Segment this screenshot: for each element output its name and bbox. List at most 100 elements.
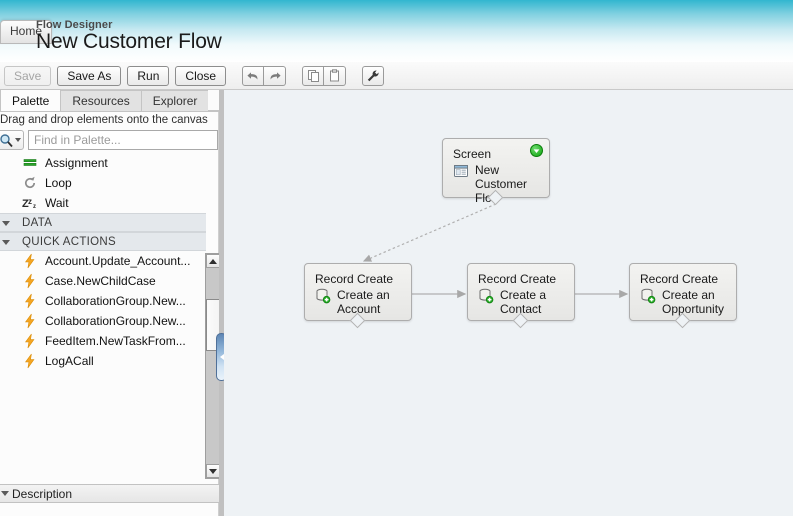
tab-palette[interactable]: Palette [0,89,62,111]
wrench-icon[interactable] [362,65,385,86]
flow-node-label: New Customer Flow [475,163,528,205]
screen-icon [453,163,469,179]
palette-item-label: Account.Update_Account... [45,254,191,268]
palette-item[interactable]: FeedItem.NewTaskFrom... [0,331,206,351]
flow-node-body: New Customer Flow [443,163,549,211]
palette-item[interactable]: Loop [0,173,206,193]
palette-item[interactable]: CollaborationGroup.New... [0,311,206,331]
palette-section-quick-actions[interactable]: QUICK ACTIONS [0,232,206,251]
flow-node-body: Create a Contact [468,288,574,322]
clipboard-button-group [302,65,347,86]
palette-item-label: Loop [45,176,72,190]
palette-item-label: CollaborationGroup.New... [45,294,186,308]
palette-item[interactable]: Case.NewChildCase [0,271,206,291]
flow-node-type: Screen [453,147,492,161]
flow-node-type: Record Create [478,272,557,286]
app-eyebrow: Flow Designer [36,19,113,31]
description-title: Step [31,515,58,516]
lightning-icon [22,273,38,289]
palette-section-data[interactable]: DATA [0,213,206,232]
scrollbar-track-lower[interactable] [206,351,220,466]
flow-node-type: Record Create [315,272,394,286]
chevron-left-icon [219,354,224,360]
tab-resources[interactable]: Resources [60,90,142,111]
section-twisty-icon [2,221,10,226]
search-input[interactable] [28,130,218,150]
home-tab[interactable]: Home [0,20,53,44]
redo-arrow-icon[interactable] [264,65,287,86]
start-element-badge-icon[interactable] [530,144,543,157]
flow-node-label: Create an Account [337,288,390,316]
history-button-group [242,65,287,86]
palette-item[interactable]: Account.Update_Account... [0,251,206,271]
flow-node-body: Create an Opportunity [630,288,736,322]
main-toolbar: Save Save As Run Close [0,62,793,90]
palette-hint: Drag and drop elements onto the canvas [0,114,208,126]
panel-splitter[interactable] [219,90,224,516]
assignment-icon [22,155,38,171]
copy-icon[interactable] [302,65,325,86]
collapse-twisty-icon [1,491,9,496]
scroll-down-arrow-icon[interactable] [206,464,220,478]
palette-item[interactable]: CollaborationGroup.New... [0,291,206,311]
svg-text:z: z [28,197,32,206]
palette-section-label: DATA [22,216,53,229]
section-twisty-icon [2,240,10,245]
description-header[interactable]: Description [0,484,219,503]
description-body: Step A placeholder element you can use t… [0,503,219,516]
svg-text:Z: Z [22,198,29,210]
undo-arrow-icon[interactable] [242,65,265,86]
palette-item-label: CollaborationGroup.New... [45,314,186,328]
palette-scrollbar[interactable] [205,253,221,479]
search-icon[interactable] [0,130,24,150]
palette-tabstrip: Palette Resources Explorer [0,89,219,112]
close-button[interactable]: Close [175,65,227,86]
palette-item-label: Wait [45,196,69,210]
chevron-down-icon [15,138,21,142]
palette-item[interactable]: LogACall [0,351,206,371]
lightning-icon [22,293,38,309]
lightning-icon [22,313,38,329]
flow-node-label: Create an Opportunity [662,288,725,316]
flow-node-type: Record Create [640,272,719,286]
paste-icon[interactable] [324,65,347,86]
app-header: Home Flow Designer New Customer Flow [0,0,793,62]
palette-search-row [0,130,219,150]
record-create-icon [315,288,331,304]
run-button[interactable]: Run [127,65,170,86]
tab-explorer[interactable]: Explorer [140,90,210,111]
save-button[interactable]: Save [4,65,52,86]
record-create-icon [478,288,494,304]
palette-item-label: Case.NewChildCase [45,274,156,288]
palette-item-label: LogACall [45,354,94,368]
loop-icon [22,175,38,191]
flow-node-body: Create an Account [305,288,411,322]
tabstrip-filler [208,90,219,111]
flow-connector[interactable] [362,203,497,262]
left-panel: Palette Resources Explorer Drag and drop… [0,89,221,516]
lightning-icon [22,253,38,269]
page-title: New Customer Flow [36,30,222,53]
flow-node-label: Create a Contact [500,288,547,316]
scrollbar-track-upper[interactable] [206,268,220,299]
record-create-icon [640,288,656,304]
palette-item[interactable]: Assignment [0,153,206,173]
description-title-row: Step [0,514,219,516]
svg-text:z: z [33,204,36,210]
scroll-up-arrow-icon[interactable] [206,254,220,268]
lightning-icon [22,333,38,349]
palette-section-label: QUICK ACTIONS [22,235,116,248]
palette-item-label: FeedItem.NewTaskFrom... [45,334,186,348]
lightning-icon [22,353,38,369]
save-as-button[interactable]: Save As [57,65,122,86]
palette-item-label: Assignment [45,156,108,170]
